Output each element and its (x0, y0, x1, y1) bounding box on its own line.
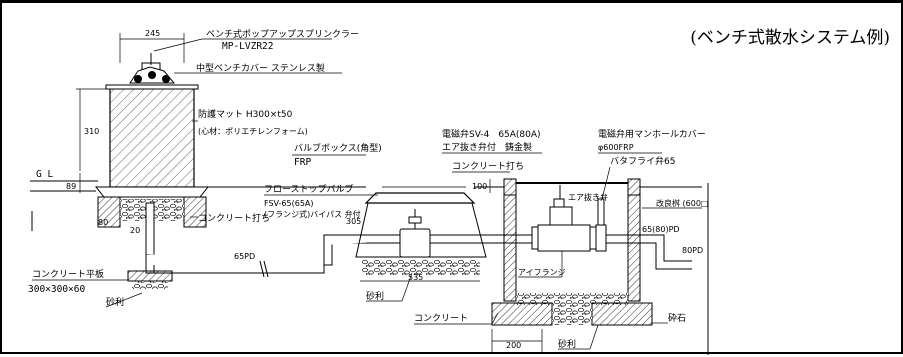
mat-core-label: (心材：ポリエチレンフォーム) (198, 126, 308, 136)
gravel-label-2: 砂利 (366, 290, 384, 302)
sprinkler-name-label: ベンチ式ポップアップスプリンクラー (206, 28, 359, 40)
air-valve-label: エア抜き弁 (568, 192, 608, 202)
manhole-label: 電磁弁用マンホールカバー (598, 128, 706, 140)
crushed-stone-label: 砕石 (668, 312, 686, 324)
dim-310: 310 (84, 127, 99, 136)
diagram-title: (ベンチ式散水システム例) (690, 28, 890, 48)
valve-box-section: バルブボックス(角型) FRP 535 フローストップバルブ FSV-65(65… (264, 142, 487, 302)
gl-label: G L (36, 169, 53, 180)
manhole-wall-right (627, 194, 641, 302)
concrete-pour-label-2: コンクリート打ち (452, 160, 524, 172)
dim-20: 20 (130, 226, 140, 235)
dim-305: 305 (346, 217, 361, 226)
bench-cover-body (109, 86, 195, 188)
manhole-wall-left (503, 194, 517, 302)
butterfly-valve-icon (595, 198, 607, 252)
aiflange-label: アイフランジ (518, 268, 566, 277)
pipe-80pd-label: 80PD (682, 246, 703, 255)
pipe-65pd-label: 65PD (234, 252, 255, 261)
solenoid-label: 電磁弁SV-4 65A(80A) (442, 128, 541, 140)
mat-label: 防護マット H300×t50 (198, 108, 293, 120)
valve-box-label: バルブボックス(角型) (294, 142, 382, 154)
float-valve-label: フローストップバルブ (264, 183, 354, 195)
slab-size-label: 300×300×60 (28, 284, 85, 295)
butterfly-label: バタフライ弁65 (610, 155, 675, 167)
dim-80: 80 (98, 218, 108, 227)
main-pipe: 65PD (145, 234, 502, 278)
base-concrete-right (591, 302, 653, 326)
dim-89: 89 (66, 182, 76, 191)
solenoid-valve-icon (531, 185, 597, 252)
sprinkler-model-label: MP-LVZR22 (222, 41, 273, 52)
manhole-section: 電磁弁SV-4 65A(80A) エア抜き弁付 鋳金製 電磁弁用マンホールカバー… (208, 128, 709, 353)
float-valve-note: (フランジ式)バイパス 弁付 (264, 209, 361, 219)
bench-cover-label: 中型ベンチカバー ステンレス製 (196, 62, 325, 74)
concrete-slab-icon (127, 270, 173, 282)
concrete-label: コンクリート (414, 313, 468, 324)
pipe-65-80-label: 65(80)PD (642, 225, 680, 234)
dim-200: 200 (506, 341, 521, 350)
sprinkler-head-icon (129, 53, 176, 84)
flow-stop-valve-icon (399, 228, 431, 258)
irrigation-system-drawing: (ベンチ式散水システム例) 245 310 G L 89 (28, 28, 890, 355)
float-valve-model: FSV-65(65A) (264, 199, 314, 208)
concrete-pour-label-1: コンクリート打ち (198, 212, 270, 224)
dim-245: 245 (145, 29, 160, 38)
valve-box-material: FRP (294, 157, 311, 168)
base-concrete-left (491, 302, 553, 326)
bench-sprinkler-section: 245 310 G L 89 80 20 (30, 28, 359, 256)
manhole-size-label: φ600FRP (598, 143, 634, 152)
gravel-label-3: 砂利 (558, 338, 576, 350)
improved-basin-label: 改良桝 (600□ (656, 198, 709, 208)
dim-535: 535 (408, 273, 423, 282)
air-release-label: エア抜き弁付 鋳金製 (442, 141, 532, 153)
concrete-slab-label: コンクリート平板 (32, 268, 104, 280)
